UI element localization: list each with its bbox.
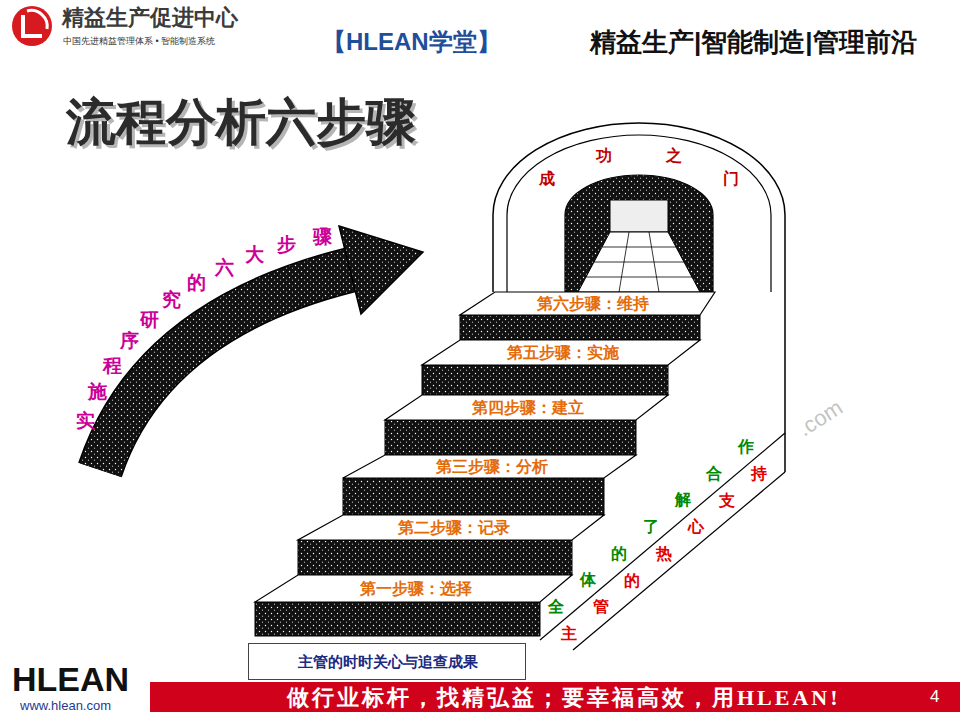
node-text-group: 主管的时时关心与追查成果 <box>298 654 478 671</box>
node-text-group: 第四步骤：建立 <box>472 399 584 417</box>
stair-side-rail <box>573 472 785 650</box>
text-character: 功 <box>596 148 612 164</box>
text-character: 的 <box>611 546 627 562</box>
arch-text: 成 功 之门 <box>531 140 746 195</box>
step-band: 第二步骤：记录 <box>298 515 604 540</box>
floor-grid <box>619 232 629 292</box>
base-box-label: 主管的时时关心与追查成果 <box>298 654 478 671</box>
step-top-face <box>422 340 700 365</box>
text-character: 程 <box>103 355 122 374</box>
step-front-face <box>255 602 540 636</box>
step-label: 第二步骤：记录 <box>398 519 510 537</box>
text-character: 步 <box>277 234 296 253</box>
text-character: 成 <box>539 171 555 187</box>
tunnel-back-wall <box>610 200 668 232</box>
text-character: 之 <box>666 148 682 164</box>
step-top-face <box>385 395 668 420</box>
step-front-face <box>298 540 572 575</box>
floor-grid <box>602 247 676 248</box>
text-character: 持 <box>751 466 767 482</box>
text-character: 施 <box>88 382 107 401</box>
text-character: 的 <box>187 272 206 291</box>
text-character: 合 <box>706 466 722 482</box>
arch-inner <box>507 135 771 292</box>
step-label: 第四步骤：建立 <box>472 399 584 417</box>
stair-side-text: 全体的了解合作 <box>540 431 762 623</box>
footer-url: www.hlean.com <box>20 699 111 713</box>
step-top-face <box>298 515 604 540</box>
tunnel-floor <box>578 232 700 292</box>
header-brand: 【HLEAN学堂】 <box>322 28 501 56</box>
text-character: 序 <box>120 331 139 350</box>
floor-grid <box>649 232 659 292</box>
header-tagline: 精益生产|智能制造|管理前沿 <box>590 28 917 58</box>
step-label: 第一步骤：选择 <box>360 580 472 598</box>
node-text-group: 第二步骤：记录 <box>398 519 510 537</box>
text-character: 全 <box>548 599 564 615</box>
logo-subtitle: 中国先进精益管理体系 • 智能制造系统 <box>63 36 215 46</box>
slide-title: 流程分析六步骤 <box>66 94 416 152</box>
floor-grid <box>594 262 684 263</box>
step-top-face <box>460 292 715 315</box>
step-front-face <box>460 315 700 340</box>
step-front-face <box>343 478 604 515</box>
text-character: 解 <box>675 492 691 508</box>
watermark: .com <box>793 395 847 442</box>
footer-bar <box>150 682 960 712</box>
step-band: 第五步骤：实施 <box>422 340 700 365</box>
text-character: 究 <box>162 290 181 309</box>
stair-side-text: 主管的热心支持 <box>553 458 775 650</box>
text-character: 大 <box>245 245 264 264</box>
curved-arrow-band <box>100 270 350 470</box>
floor-grid <box>586 277 692 278</box>
text-character: 骤 <box>313 227 332 246</box>
logo-icon <box>12 6 52 46</box>
node-text-group: 第六步骤：维持 <box>537 295 649 313</box>
step-label: 第六步骤：维持 <box>537 295 649 313</box>
text-character: 管 <box>593 599 609 615</box>
logo-title: 精益生产促进中心 <box>62 5 238 30</box>
text-character: 了 <box>643 519 659 535</box>
text-character: 心 <box>688 519 704 535</box>
step-band: 第三步骤：分析 <box>343 455 636 478</box>
text-character: 主 <box>561 626 577 642</box>
page-number: 4 <box>930 687 939 707</box>
text-character: 实 <box>76 411 95 430</box>
base-box: 主管的时时关心与追查成果 <box>248 643 526 680</box>
step-front-face <box>422 365 668 395</box>
node-text-group: 第三步骤：分析 <box>436 458 548 476</box>
footer-slogan: 做行业标杆，找精弘益；要幸福高效，用HLEAN! <box>287 685 841 710</box>
step-label: 第三步骤：分析 <box>436 458 548 476</box>
curved-arrow-head <box>339 226 423 314</box>
arrow-outline <box>100 270 350 470</box>
step-label: 第五步骤：实施 <box>507 344 619 362</box>
step-top-face <box>255 575 572 602</box>
step-top-face <box>343 455 636 478</box>
step-band: 第四步骤：建立 <box>385 395 668 420</box>
step-band: 第六步骤：维持 <box>460 292 715 315</box>
text-character: 研 <box>140 309 159 328</box>
tunnel-opening <box>565 175 713 292</box>
text-character: 门 <box>723 171 739 187</box>
arrow-text: 实施程序研究的六大步骤 <box>66 217 341 439</box>
footer-logo: HLEAN <box>12 662 129 696</box>
text-character: 的 <box>624 573 640 589</box>
logo-mark <box>27 10 47 29</box>
text-character: 作 <box>738 439 754 455</box>
node-text-group: 第五步骤：实施 <box>507 344 619 362</box>
text-character: 热 <box>656 546 672 562</box>
text-character: 六 <box>215 257 234 276</box>
text-character: 体 <box>580 572 596 588</box>
logo-mark <box>23 15 42 36</box>
step-band: 第一步骤：选择 <box>255 575 572 602</box>
text-character: 支 <box>719 493 735 509</box>
step-front-face <box>385 420 636 455</box>
node-text-group: 第一步骤：选择 <box>360 580 472 598</box>
